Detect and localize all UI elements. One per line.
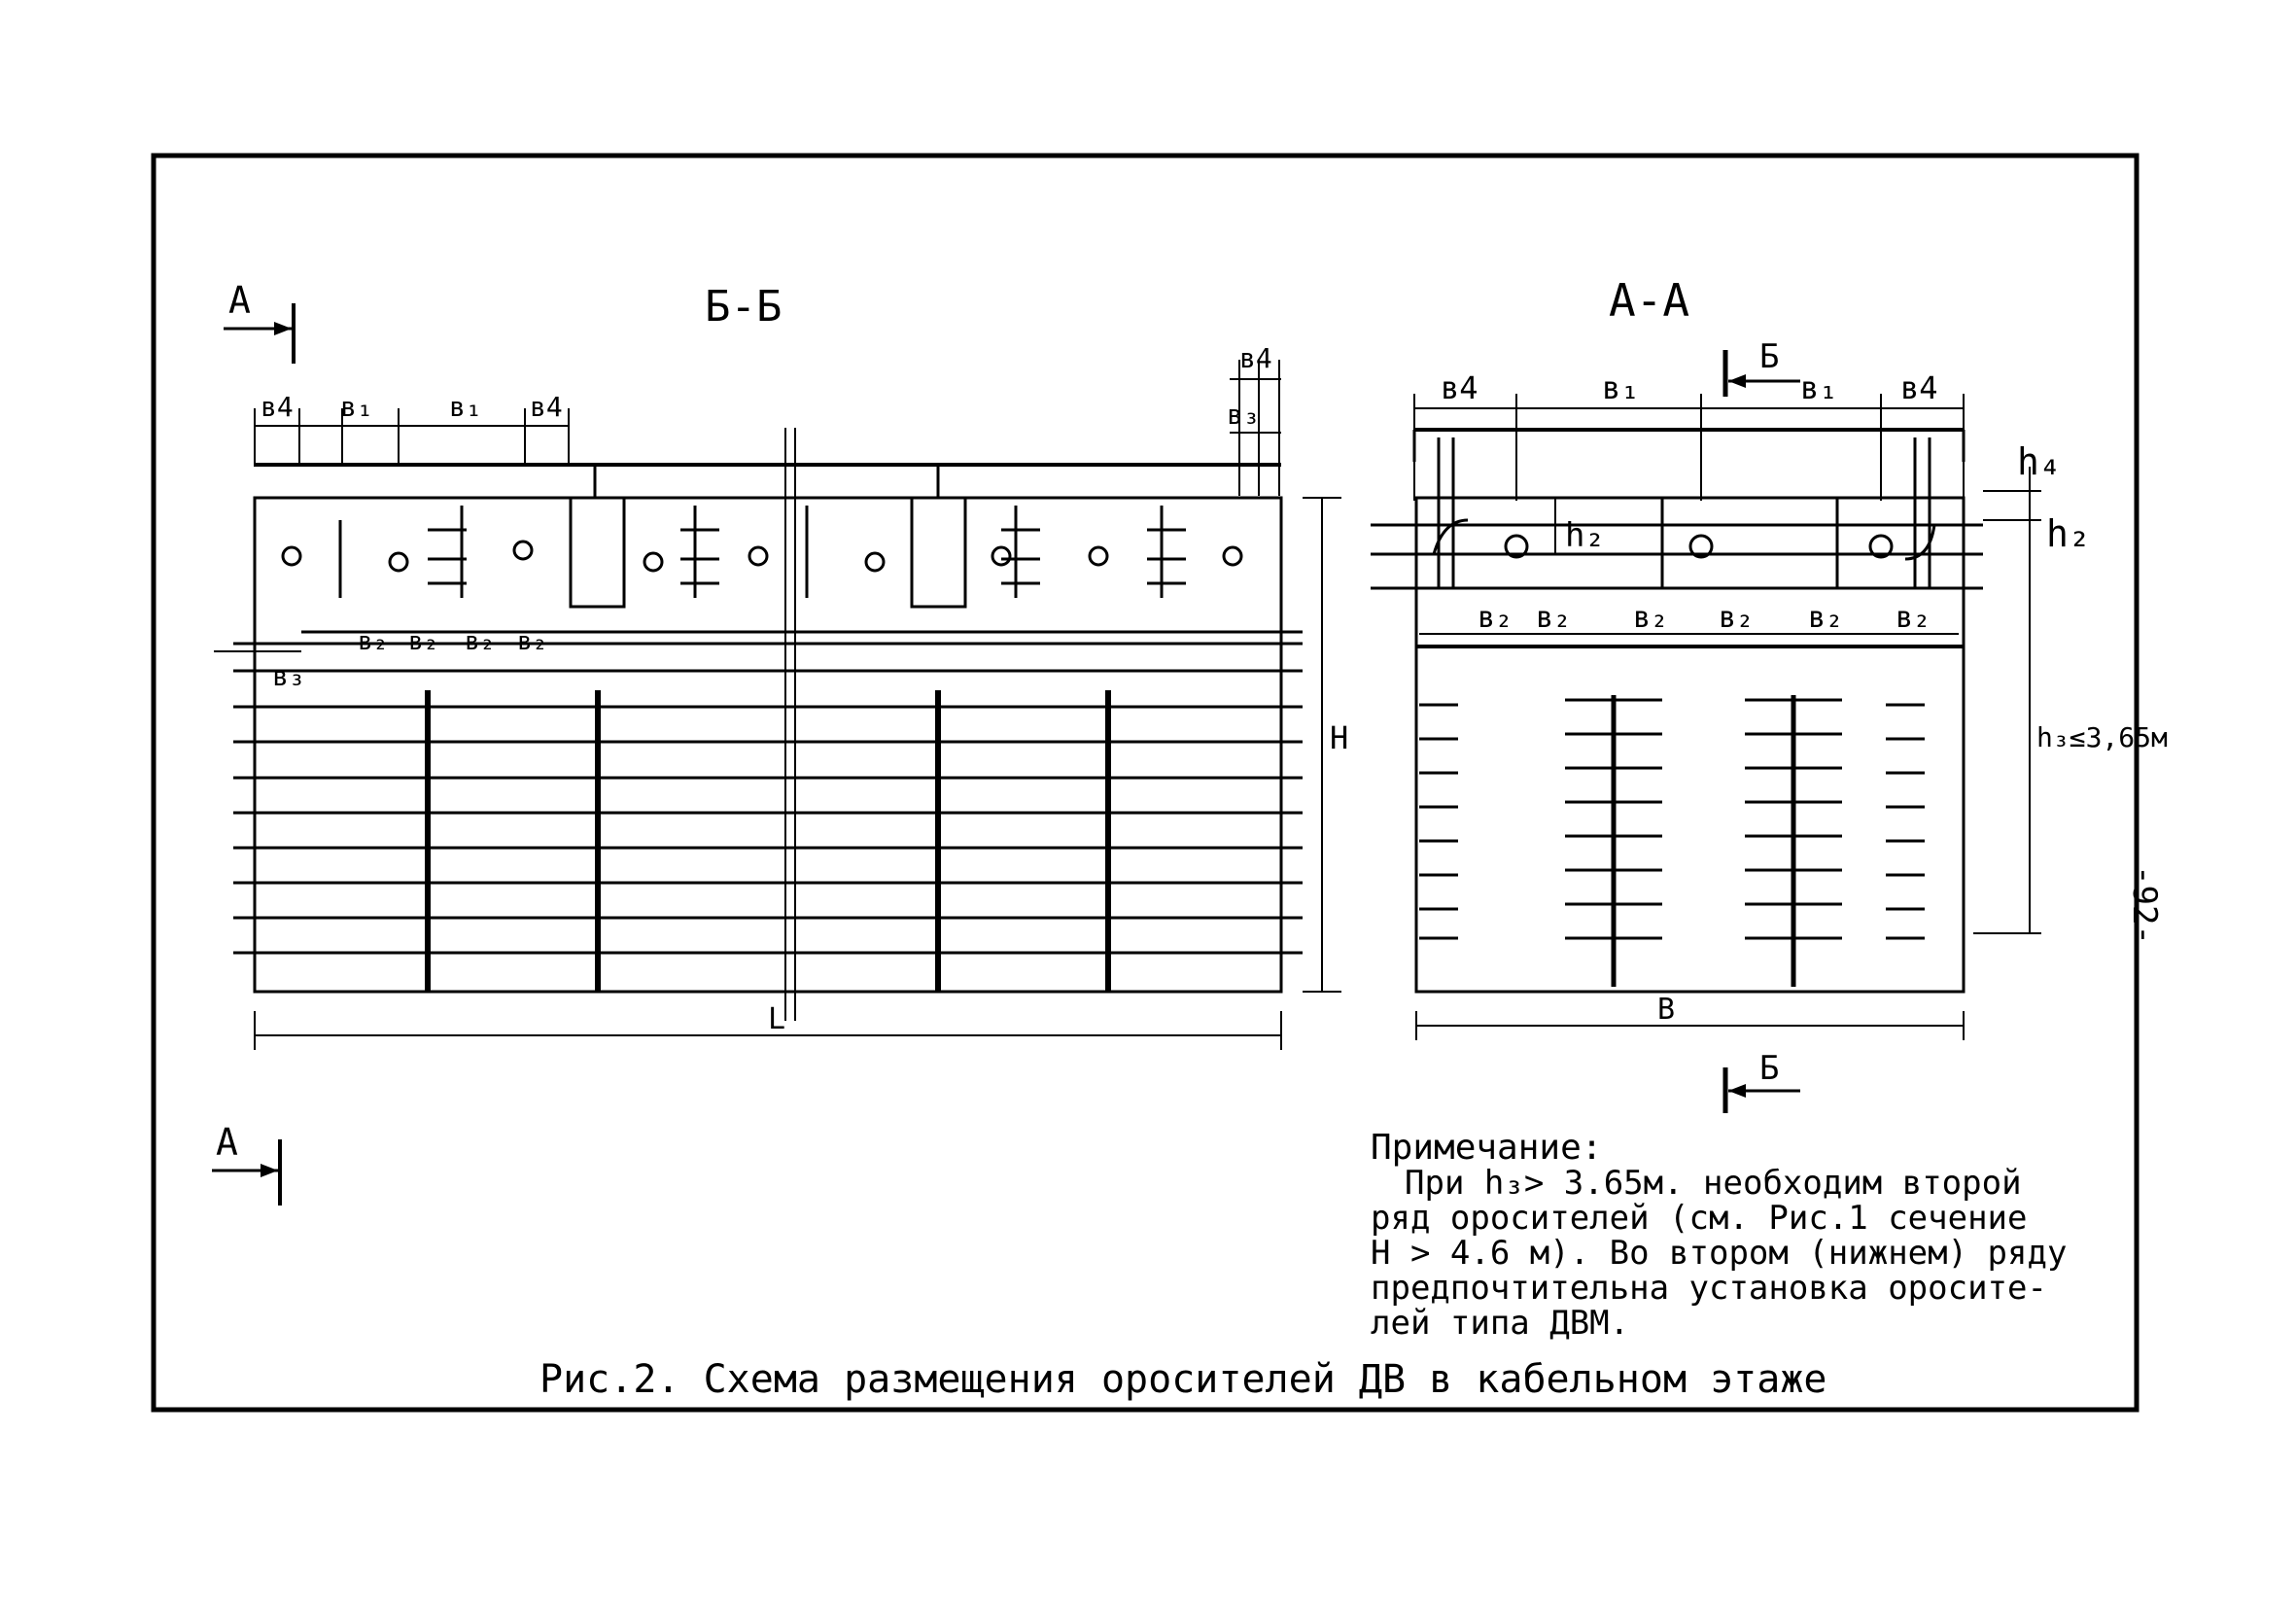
top-dimension-chain: в4 в₁ в₁ в4 [254, 391, 570, 467]
cable-tray-arms [1419, 698, 1925, 940]
note-line-4: предпочтительна установка оросите- [1371, 1269, 2047, 1308]
sprinkler-icon [1222, 545, 1243, 567]
dim-b1-aa-right: в₁ [1800, 369, 1838, 406]
dim-L: L [768, 1002, 785, 1036]
marker-a-bottom-label: А [216, 1121, 238, 1164]
dim-B: B [1657, 993, 1675, 1027]
sprinkler-icon [1688, 534, 1714, 559]
overall-dims-aa: B [1415, 993, 1965, 1040]
sprinkler-icon [388, 551, 409, 573]
dim-b2-aa-6: в₂ [1896, 601, 1931, 635]
sprinkler-icon [1868, 534, 1894, 559]
sprinkler-icon [1504, 534, 1529, 559]
dim-b3-right: в₃ [1227, 399, 1260, 431]
dim-b4-aa-left: в4 [1441, 369, 1478, 406]
dim-h4: h₄ [2017, 440, 2062, 483]
note-heading: Примечание: [1371, 1128, 1602, 1168]
section-bb: Б-Б А А в4 в₁ в₁ в4 [212, 279, 1348, 1206]
sprinkler-icon [1088, 545, 1109, 567]
figure-caption: Рис.2. Схема размещения оросителей ДВ в … [539, 1357, 1827, 1402]
dim-H: H [1330, 719, 1348, 756]
note-line-3: H > 4.6 м). Во втором (нижнем) ряду [1371, 1234, 2067, 1273]
dim-b2-3: в₂ [465, 627, 495, 656]
marker-b-bottom-label: Б [1759, 1049, 1779, 1088]
dim-h2-outer: h₂ [2046, 512, 2091, 555]
marker-b-top-label: Б [1759, 337, 1779, 376]
beam-left [569, 496, 626, 609]
dim-b2-aa-4: в₂ [1719, 601, 1754, 635]
dim-h3-limit: h₃≤3,65м [2036, 721, 2168, 753]
note-block: Примечание: При h₃> 3.65м. необходим вто… [1371, 1128, 2067, 1343]
drawing-frame [151, 153, 2139, 1413]
marker-a-top-label: А [228, 279, 251, 322]
right-upper-dims: в4 в₃ [1227, 342, 1281, 496]
note-line-2: ряд оросителей (см. Рис.1 сечение [1371, 1199, 2028, 1238]
section-marker-a-top: А [224, 279, 296, 364]
dim-b2-1: в₂ [358, 627, 388, 656]
dim-b2-aa-2: в₂ [1536, 601, 1571, 635]
cable-racks-aa [1611, 695, 1796, 987]
section-marker-b-top: Б [1722, 337, 1800, 397]
overall-dims-bb: L H [254, 497, 1348, 1050]
page-number: -92- [2125, 865, 2164, 945]
dim-b4-right: в4 [1239, 342, 1272, 374]
cable-shelves [233, 642, 1303, 955]
dim-b2-aa-3: в₂ [1633, 601, 1668, 635]
cable-floor-room-aa [1414, 496, 1966, 994]
section-marker-a-bottom: А [212, 1121, 282, 1206]
dim-b4-left-b: в4 [530, 391, 563, 423]
dim-b4-aa-right: в4 [1900, 369, 1938, 406]
sprinkler-icon [748, 545, 769, 567]
sprinkler-icon [281, 545, 302, 567]
cable-floor-room-bb [253, 496, 1283, 994]
note-line-5: лей типа ДВМ. [1371, 1304, 1629, 1343]
section-aa-title: А-А [1609, 274, 1689, 327]
sprinkler-row-bb [281, 506, 1243, 598]
top-dims-aa: в4 в₁ в₁ в4 [1413, 369, 1965, 501]
dim-h2-inner: h₂ [1565, 516, 1605, 555]
height-dims-aa: h₂ h₄ h₂ h₃≤3,65м [1554, 440, 2168, 934]
dim-b1-aa-left: в₁ [1602, 369, 1640, 406]
section-bb-title: Б-Б [705, 282, 782, 332]
beam-right [910, 496, 967, 609]
sprinkler-icon [991, 545, 1012, 567]
dim-b2-2: в₂ [408, 627, 438, 656]
cable-posts [425, 690, 1111, 992]
sprinkler-icon [643, 551, 664, 573]
section-aa: А-А Б Б в4 в₁ в₁ в4 [1371, 274, 2168, 1113]
dim-b1-left-a: в₁ [340, 391, 373, 423]
dim-b2-4: в₂ [517, 627, 547, 656]
b2-dimension-chain: в₂ в₂ в₂ в₂ в₃ [214, 627, 1303, 692]
b2-dims-aa: в₂ в₂ в₂ в₂ в₂ в₂ [1419, 601, 1959, 635]
dim-b4-left: в4 [261, 391, 294, 423]
note-line-1: При h₃> 3.65м. необходим второй [1405, 1164, 2022, 1203]
dim-b1-left-b: в₁ [449, 391, 482, 423]
dim-b3-left: в₃ [272, 660, 305, 692]
break-line [784, 428, 796, 1021]
sprinkler-pipes-aa [1371, 437, 1983, 590]
section-marker-b-bottom: Б [1722, 1049, 1800, 1113]
sprinkler-icon [512, 540, 534, 561]
dim-b2-aa-1: в₂ [1478, 601, 1513, 635]
sprinkler-icon [864, 551, 886, 573]
dim-b2-aa-5: в₂ [1808, 601, 1843, 635]
